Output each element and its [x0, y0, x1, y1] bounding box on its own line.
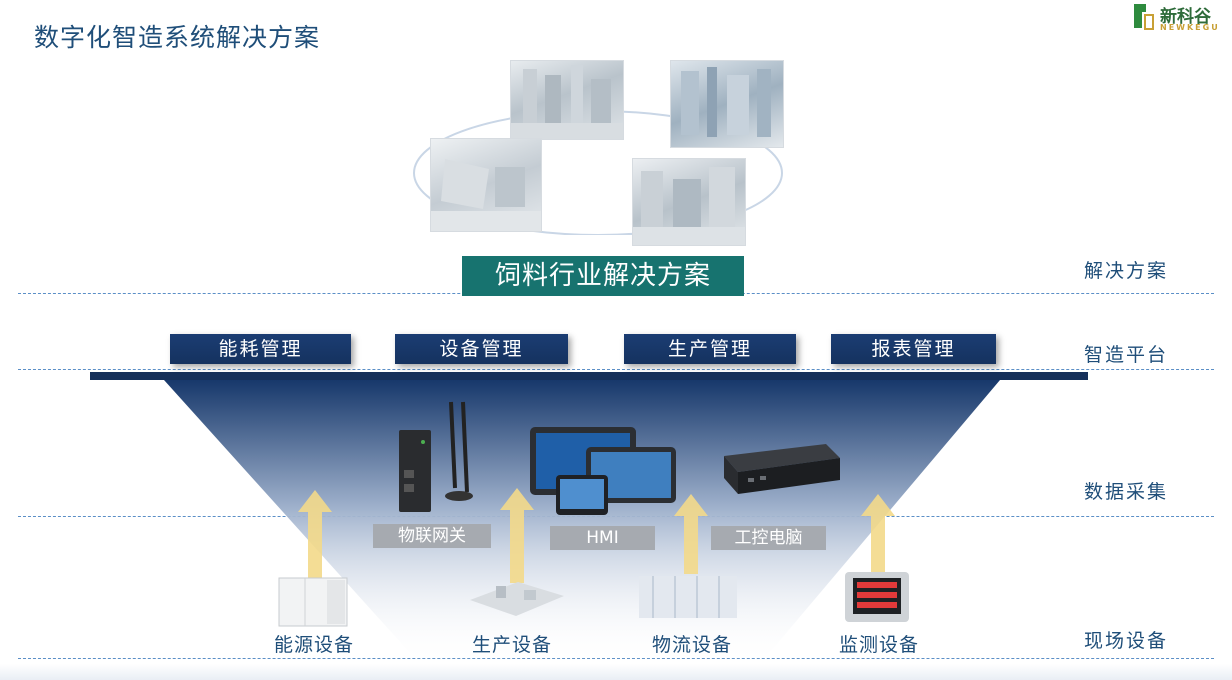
layer-label-solution: 解决方案 [1084, 260, 1169, 282]
production-device-icon [470, 582, 564, 616]
device-label-ipc: 工控电脑 [711, 526, 826, 550]
energy-device-icon [278, 577, 348, 627]
arrow-up-icon [674, 494, 708, 574]
module-equipment: 设备管理 [395, 334, 568, 364]
module-production: 生产管理 [624, 334, 796, 364]
field-label-production: 生产设备 [472, 634, 553, 656]
monitoring-device-icon [845, 572, 909, 622]
layer-label-collection: 数据采集 [1084, 481, 1169, 503]
factory-bagging-icon [633, 167, 745, 245]
logistics-device-icon [639, 576, 737, 618]
arrow-up-icon [500, 488, 534, 583]
factory-silo-icon [511, 65, 623, 139]
company-logo: 新科谷 NEWKEGU [1132, 2, 1232, 36]
bottom-band [0, 664, 1232, 680]
factory-photo-3 [430, 138, 542, 232]
field-label-energy: 能源设备 [274, 634, 355, 656]
iot-gateway-icon [399, 401, 473, 512]
hmi-screens-icon [530, 427, 676, 515]
module-energy: 能耗管理 [170, 334, 351, 364]
layer-label-platform: 智造平台 [1084, 344, 1169, 366]
factory-photo-4 [632, 158, 746, 246]
logo-mark-icon [1134, 4, 1154, 30]
factory-tower-icon [681, 67, 771, 137]
arrow-up-icon [298, 490, 332, 585]
page-title: 数字化智造系统解决方案 [34, 23, 321, 52]
factory-photo-1 [510, 60, 624, 140]
field-label-monitoring: 监测设备 [839, 634, 920, 656]
field-label-logistics: 物流设备 [652, 634, 733, 656]
industrial-pc-icon [724, 444, 840, 494]
device-label-gateway: 物联网关 [373, 524, 491, 548]
layer-divider [18, 369, 1214, 370]
arrow-up-icon [861, 494, 895, 574]
solution-banner: 饲料行业解决方案 [462, 256, 744, 296]
logo-name-en: NEWKEGU [1160, 23, 1220, 32]
layer-label-field: 现场设备 [1084, 630, 1169, 652]
device-label-hmi: HMI [550, 526, 655, 550]
platform-bar [90, 372, 1088, 380]
factory-mixer-icon [431, 159, 541, 231]
logo-name-cn: 新科谷 [1160, 7, 1211, 27]
factory-photo-2 [670, 60, 784, 148]
module-report: 报表管理 [831, 334, 996, 364]
